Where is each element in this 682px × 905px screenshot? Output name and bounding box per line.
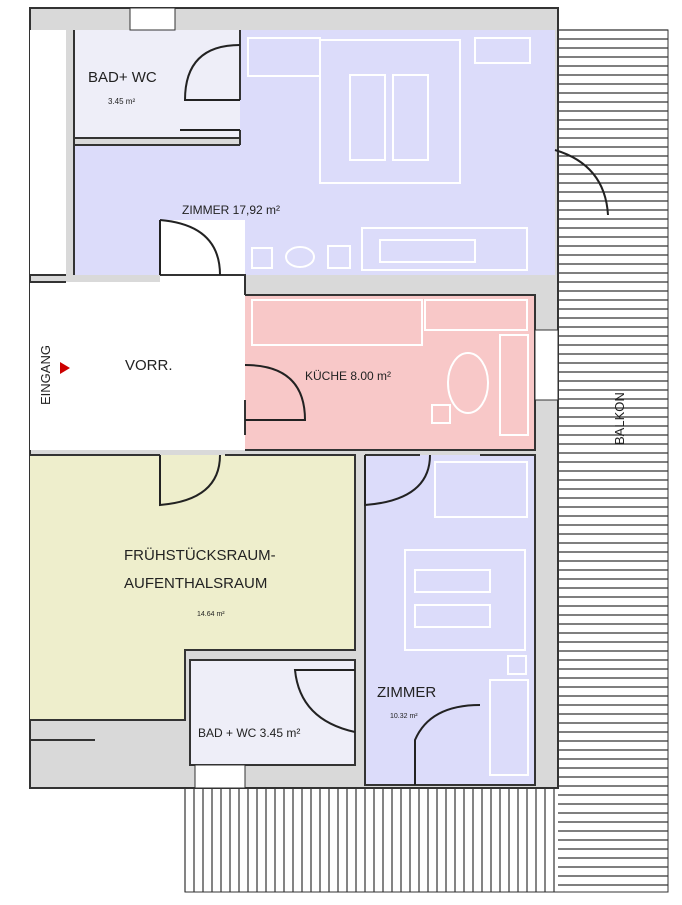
window (534, 329, 559, 401)
zimmer-bottom-area: 10.32 m² (390, 713, 418, 720)
kueche-label: KÜCHE 8.00 m² (305, 369, 391, 383)
fruehstueck-line2: AUFENTHALSRAUM (124, 575, 267, 592)
entry-arrow-icon (60, 362, 70, 374)
bad-top-name: BAD+ WC (88, 69, 157, 86)
room-fruehstueck (30, 455, 355, 720)
eingang-label: EINGANG (38, 345, 53, 405)
zimmer-bottom-name: ZIMMER (377, 684, 436, 701)
interior-walls (30, 30, 536, 786)
bad-top-area: 3.45 m² (108, 97, 135, 106)
room-zimmer-top (74, 30, 555, 275)
room-vorraum (30, 220, 245, 450)
vorraum-name: VORR. (125, 357, 173, 374)
zimmer-top-label: ZIMMER 17,92 m² (182, 203, 280, 217)
doors (159, 44, 609, 785)
fruehstueck-area: 14.64 m² (197, 611, 225, 618)
balkon-label: BALKON (612, 392, 627, 445)
room-zimmer-bottom (365, 455, 535, 785)
room-bad-bottom (190, 660, 355, 765)
left-area (30, 30, 66, 275)
room-bad-top (74, 30, 240, 138)
window (129, 7, 176, 31)
balcony-bottom (184, 29, 669, 893)
furniture (247, 37, 531, 776)
bad-bottom-label: BAD + WC 3.45 m² (198, 726, 300, 740)
fruehstueck-line1: FRÜHSTÜCKSRAUM- (124, 546, 276, 564)
window (194, 764, 246, 789)
balcony-right (558, 29, 668, 886)
